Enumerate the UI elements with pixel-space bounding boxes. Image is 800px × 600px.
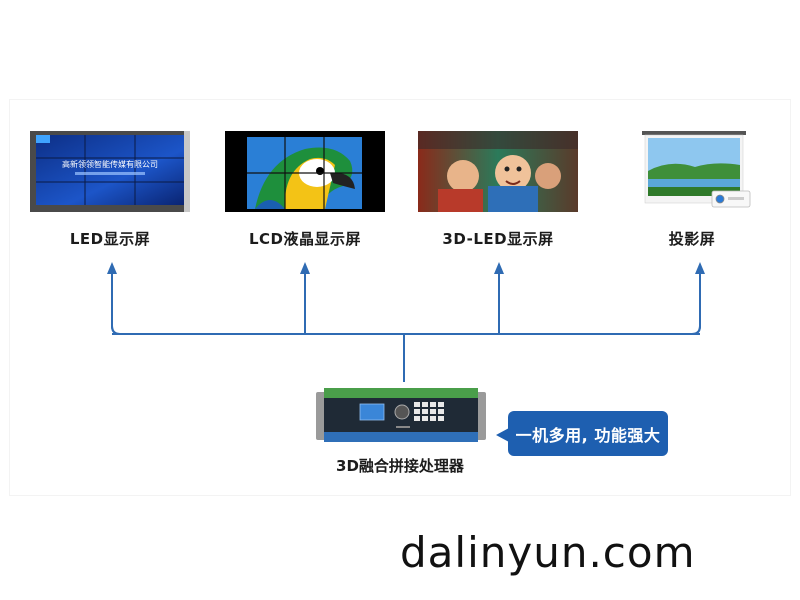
arrow-led: [107, 262, 117, 274]
lcd-screen-image: [225, 131, 385, 212]
led-screen-text: 高新领领智能传媒有限公司: [62, 159, 158, 169]
connector-bus: [111, 270, 701, 335]
feature-callout: 一机多用, 功能强大: [508, 411, 668, 456]
callout-pointer: [496, 428, 509, 442]
led-screen-image: 高新领领智能传媒有限公司: [30, 131, 190, 212]
processor-label: 3D融合拼接处理器: [336, 457, 464, 475]
label-lcd-screen: LCD液晶显示屏: [248, 230, 362, 248]
label-projection-screen: 投影屏: [668, 230, 716, 248]
watermark: dalinyun.com: [400, 528, 696, 577]
3d-led-screen-image: [418, 131, 578, 212]
arrow-projection: [695, 262, 705, 274]
processor-device-image: [316, 386, 486, 446]
arrow-lcd: [300, 262, 310, 274]
projection-screen-image: [640, 131, 755, 212]
label-led-screen: LED显示屏: [69, 230, 151, 248]
label-3d-led-screen: 3D-LED显示屏: [442, 230, 554, 248]
arrow-3d-led: [494, 262, 504, 274]
